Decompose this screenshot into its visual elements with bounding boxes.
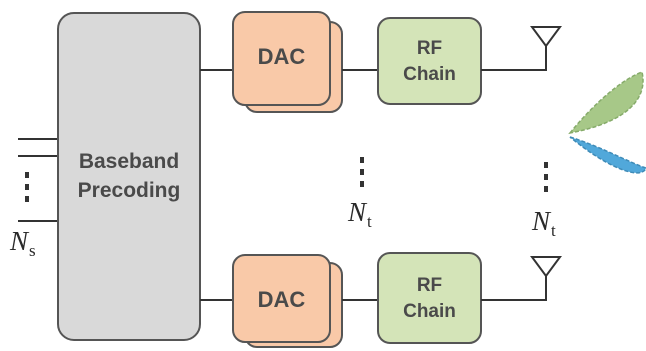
link-rf-antenna-bottom xyxy=(481,272,547,301)
rf-chain-bottom-label: RF Chain xyxy=(403,275,456,322)
rf-chain-top-label: RF Chain xyxy=(403,38,456,85)
nt-right-symbol: Nt xyxy=(532,206,556,240)
rf-chain-top-block xyxy=(377,17,482,105)
baseband-block xyxy=(57,12,201,341)
ns-var: N xyxy=(10,226,29,256)
nt-middle-var: N xyxy=(348,197,367,227)
dac-bottom-label: DAC xyxy=(257,287,306,312)
nt-middle-symbol: Nt xyxy=(348,197,372,231)
antenna-bottom-icon xyxy=(530,256,562,278)
nt-middle-sub: t xyxy=(367,212,372,231)
beam-green-icon xyxy=(568,71,644,135)
beam-blue-icon xyxy=(569,136,646,174)
nt-right-sub: t xyxy=(551,221,556,240)
ns-symbol: Ns xyxy=(10,226,36,260)
dac-top-block xyxy=(232,11,331,106)
nt-right-var: N xyxy=(532,206,551,236)
antenna-dots xyxy=(544,162,548,192)
input-dots xyxy=(25,172,29,202)
dac-bottom-block xyxy=(232,254,331,343)
link-rf-antenna-top xyxy=(481,40,547,71)
antenna-top-icon xyxy=(530,26,562,48)
baseband-label: Baseband Precoding xyxy=(77,150,181,202)
rf-chain-bottom-block xyxy=(377,252,482,344)
chain-dots-middle xyxy=(360,157,364,187)
dac-top-label: DAC xyxy=(257,44,306,69)
ns-sub: s xyxy=(29,241,36,260)
